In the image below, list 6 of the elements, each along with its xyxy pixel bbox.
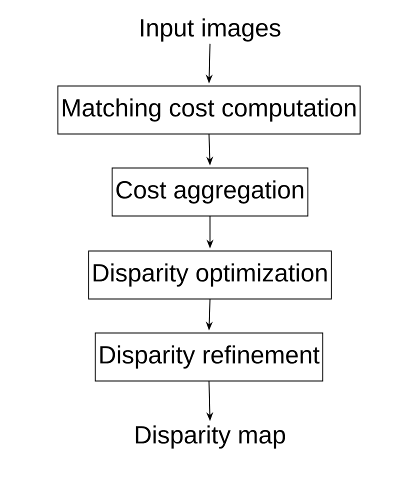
label-text: Disparity map — [136, 425, 286, 449]
process-box: Matching cost computation — [57, 86, 361, 134]
process-box: Disparity optimization — [88, 250, 332, 300]
process-box: Disparity refinement — [94, 332, 324, 382]
label-text: Input images — [141, 18, 280, 42]
process-box: Cost aggregation — [112, 168, 308, 216]
